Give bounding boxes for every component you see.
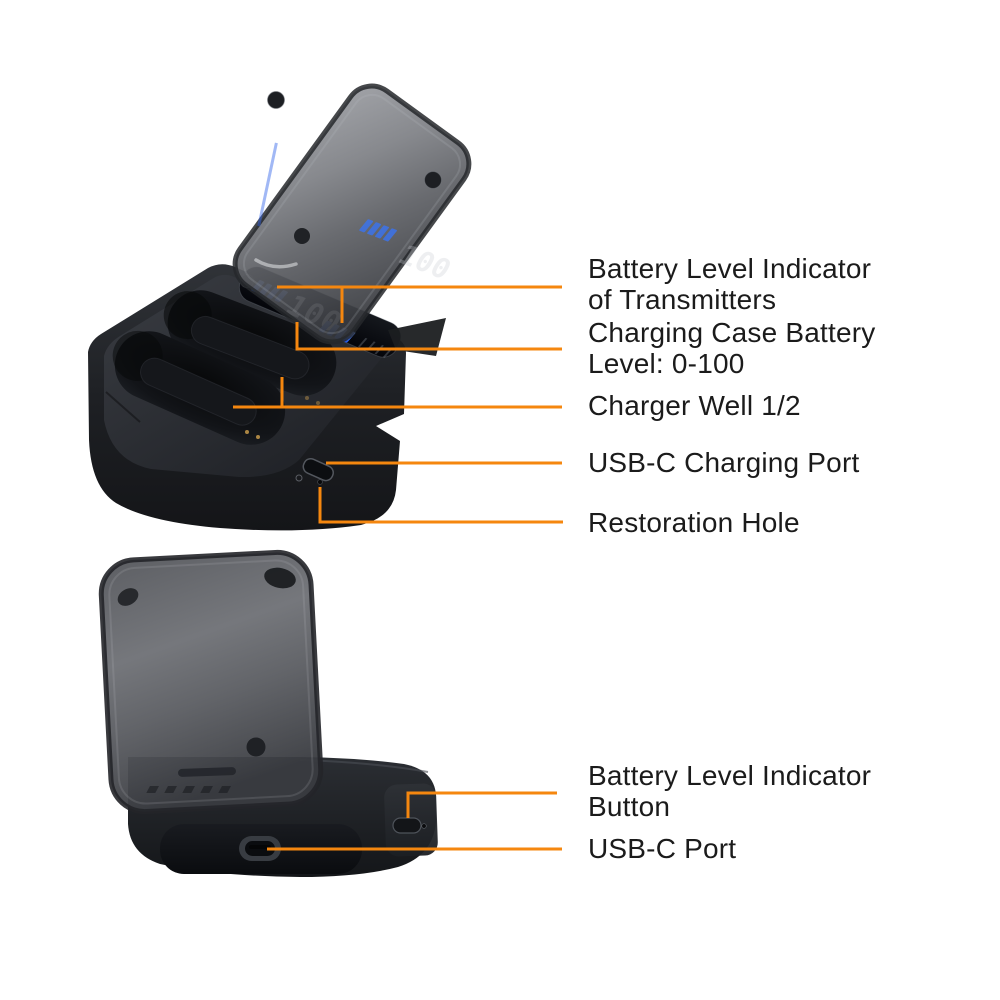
callout-line-transmitter-battery [277,285,562,323]
label-line: Charger Well 1/2 [588,390,801,421]
lid-front-slot [178,767,236,777]
closed-charging-case-view [98,549,438,877]
lid-center-dot-2 [246,737,266,757]
label-case-battery: Charging Case Battery Level: 0-100 [588,317,875,379]
open-charging-case-view: 100 [88,83,472,531]
lid-highlight [254,258,298,269]
label-battery-indicator-button: Battery Level Indicator Button [588,760,871,822]
callout-line-battery-indicator-button [406,791,557,818]
lid-corner-magnet-2 [424,171,442,189]
label-line: Level: 0-100 [588,348,745,379]
label-line: USB-C Port [588,833,737,864]
lid-corner-magnet-3 [117,588,139,606]
callout-line-case-battery [295,322,562,351]
usb-c-charging-port [302,457,334,482]
lid-corner-magnet-4 [264,567,296,589]
lid-corner-magnet-1 [267,91,285,109]
label-line: Button [588,791,671,822]
label-restoration-hole: Restoration Hole [588,507,800,538]
label-usb-c-charging-port: USB-C Charging Port [588,447,859,478]
label-line: Restoration Hole [588,507,800,538]
label-charger-well: Charger Well 1/2 [588,390,801,421]
reset-icon [295,474,303,482]
lid-blue-streak [257,142,278,227]
label-usb-c-port: USB-C Port [588,833,736,864]
lid-reflection-battery-bars [359,219,397,242]
charger-well-2 [163,290,337,396]
side-pinhole [421,823,427,829]
hinge [388,318,446,356]
charger-well-1 [112,330,286,445]
callout-line-charger-well [233,377,562,409]
label-line: Charging Case Battery [588,317,876,348]
lid-center-dot [294,228,310,244]
case-seam [105,391,141,423]
restoration-hole [317,479,323,485]
usb-c-port [239,836,281,861]
label-line: of Transmitters [588,284,777,315]
case-lid-closed [98,549,324,815]
hinge-teeth-reflection [146,786,231,793]
label-transmitter-battery: Battery Level Indicator of Transmitters [588,253,871,315]
label-line: USB-C Charging Port [588,447,860,478]
label-line: Battery Level Indicator [588,760,872,791]
callout-line-restoration-hole [318,487,563,524]
charging-pins [245,396,320,439]
label-line: Battery Level Indicator [588,253,872,284]
